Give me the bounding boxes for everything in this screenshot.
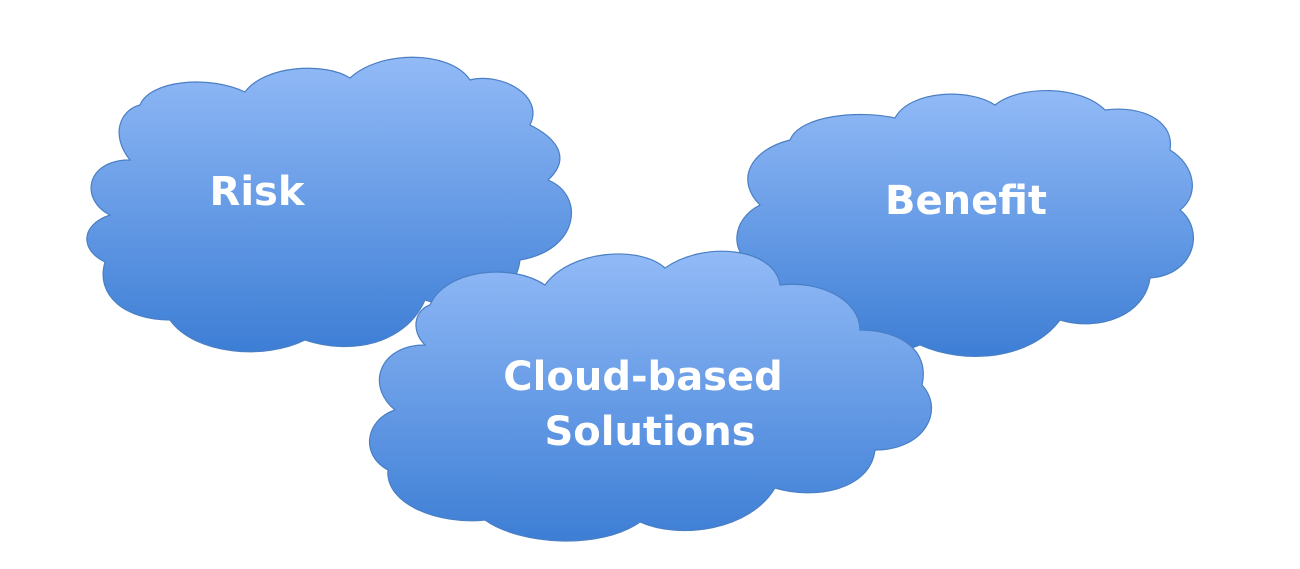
solutions-cloud-shape	[369, 250, 932, 542]
benefit-cloud-label-line: Benefit	[885, 178, 1047, 224]
risk-cloud-label: Risk	[210, 169, 306, 215]
solutions-cloud-label-line-1: Cloud-based	[503, 354, 782, 400]
solutions-cloud-label: Cloud-based Solutions	[503, 354, 796, 455]
benefit-cloud: Benefit	[736, 90, 1194, 358]
benefit-cloud-label: Benefit	[885, 178, 1047, 224]
solutions-cloud-label-line-2: Solutions	[544, 409, 755, 455]
risk-cloud-label-line: Risk	[210, 169, 306, 215]
solutions-cloud: Cloud-based Solutions	[369, 250, 932, 542]
